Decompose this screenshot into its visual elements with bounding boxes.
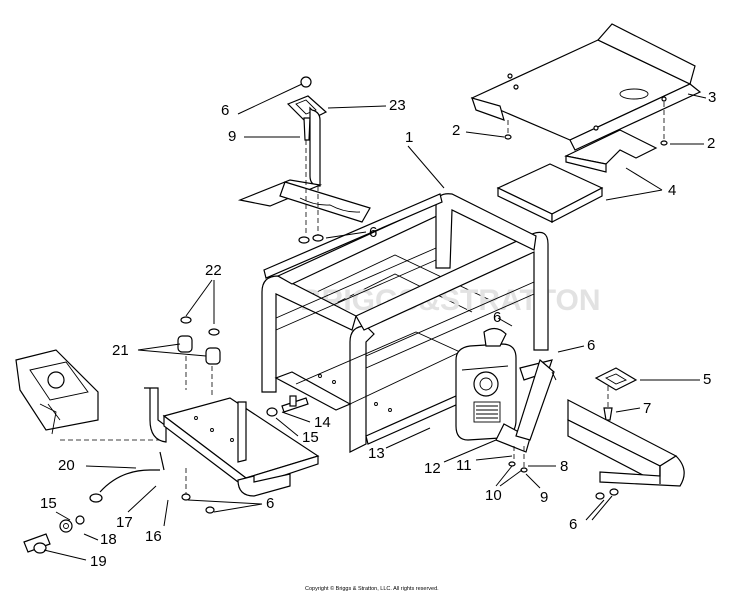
callout-3: 3	[708, 89, 716, 106]
main-frame	[261, 193, 549, 453]
callout-6: 6	[493, 309, 501, 326]
callout-20: 20	[58, 457, 75, 474]
part-callouts: 6 23 9 1 2 3 2 4 6 22 21 6 6 5 7 14 15 1…	[40, 89, 716, 570]
callout-6: 6	[369, 224, 377, 241]
frame-top-mount	[237, 76, 371, 244]
callout-2: 2	[452, 122, 460, 139]
callout-11: 11	[456, 457, 472, 474]
callout-14: 14	[314, 414, 331, 431]
callout-12: 12	[424, 460, 441, 477]
callout-23: 23	[389, 97, 406, 114]
callout-5: 5	[703, 371, 711, 388]
copyright-notice: Copyright © Briggs & Stratton, LLC. All …	[305, 585, 439, 592]
callout-6: 6	[221, 102, 229, 119]
callout-19: 19	[90, 553, 107, 570]
leader-lines	[43, 83, 707, 561]
callout-1: 1	[405, 129, 413, 146]
callout-10: 10	[485, 487, 502, 504]
right-mount	[567, 367, 685, 500]
callout-6: 6	[266, 495, 274, 512]
muffler-bracket	[508, 358, 557, 473]
callout-16: 16	[145, 528, 162, 545]
callout-6: 6	[569, 516, 577, 533]
panel-cover	[470, 23, 702, 151]
callout-15: 15	[40, 495, 57, 512]
ground-wire	[15, 349, 165, 554]
callout-21: 21	[112, 342, 129, 359]
callout-2: 2	[707, 135, 715, 152]
callout-6: 6	[587, 337, 595, 354]
left-foot	[144, 316, 320, 514]
callout-7: 7	[643, 400, 651, 417]
callout-22: 22	[205, 262, 222, 279]
callout-8: 8	[560, 458, 568, 475]
callout-18: 18	[100, 531, 117, 548]
insulation-pads	[496, 129, 658, 223]
bolt-washer	[266, 395, 309, 417]
callout-15: 15	[302, 429, 319, 446]
callout-4: 4	[668, 182, 676, 199]
callout-9: 9	[228, 128, 236, 145]
callout-13: 13	[368, 445, 385, 462]
callout-9: 9	[540, 489, 548, 506]
callout-17: 17	[116, 514, 133, 531]
